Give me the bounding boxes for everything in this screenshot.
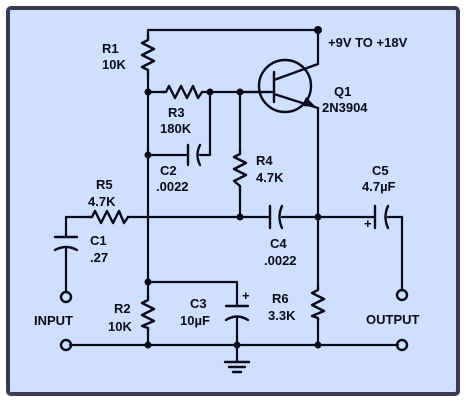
- label-q1-ref: Q1: [334, 84, 351, 99]
- input-terminal-top: [59, 290, 73, 304]
- label-r4-ref: R4: [256, 153, 273, 168]
- capacitor-c3-plate-curved: [224, 315, 250, 322]
- label-c3-plus: +: [242, 288, 250, 303]
- label-c5-ref: C5: [372, 163, 389, 178]
- junction-dot: [144, 341, 152, 349]
- junction-dot: [314, 341, 322, 349]
- capacitor-c5-plate-curved: [384, 204, 390, 230]
- label-c1-ref: C1: [90, 233, 107, 248]
- junction-dot: [314, 26, 322, 34]
- junction-dot: [144, 278, 152, 286]
- label-r3-value: 180K: [160, 121, 192, 136]
- input-terminal-bottom: [59, 338, 73, 352]
- label-r1-ref: R1: [102, 41, 119, 56]
- capacitor-c4-plate-curved: [278, 204, 284, 230]
- transistor-q1-emitter-arrow: [302, 97, 316, 107]
- junction-dot: [144, 151, 152, 159]
- capacitor-c1-plate-curved: [53, 245, 79, 252]
- label-supply: +9V TO +18V: [328, 35, 408, 50]
- label-r2-ref: R2: [114, 301, 131, 316]
- schematic-panel: [6, 6, 460, 396]
- resistor-r2-symbol: [140, 294, 156, 332]
- output-terminal-bottom: [395, 338, 409, 352]
- label-c5-plus: +: [364, 216, 372, 231]
- junction-dot: [314, 213, 322, 221]
- junction-dot: [144, 88, 152, 96]
- label-c2-value: .0022: [156, 179, 189, 194]
- label-r2-value: 10K: [108, 319, 132, 334]
- label-c5-value: 4.7µF: [362, 179, 396, 194]
- label-r6-value: 3.3K: [268, 308, 296, 323]
- label-output: OUTPUT: [366, 312, 420, 327]
- label-c3-value: 10µF: [180, 313, 210, 328]
- resistor-r4-symbol: [232, 148, 248, 194]
- label-q1-value: 2N3904: [322, 100, 368, 115]
- label-c4-value: .0022: [264, 253, 297, 268]
- junction-dot: [206, 88, 214, 96]
- label-r3-ref: R3: [168, 105, 185, 120]
- label-c2-ref: C2: [160, 163, 177, 178]
- label-c1-value: .27: [90, 250, 108, 265]
- junction-dot: [236, 213, 244, 221]
- label-r5-value: 4.7K: [88, 194, 116, 209]
- label-c3-ref: C3: [190, 296, 207, 311]
- label-r6-ref: R6: [272, 291, 289, 306]
- label-r1-value: 10K: [102, 57, 126, 72]
- resistor-r6-symbol: [310, 284, 326, 322]
- label-r5-ref: R5: [96, 177, 113, 192]
- label-input: INPUT: [34, 313, 73, 328]
- junction-dot: [233, 341, 241, 349]
- capacitor-c2-plate-curved: [196, 143, 202, 167]
- transistor-q1-body: [257, 58, 313, 114]
- label-c4-ref: C4: [270, 236, 287, 251]
- label-r4-value: 4.7K: [256, 170, 284, 185]
- resistor-r5-symbol: [86, 209, 130, 225]
- resistor-r3-symbol: [160, 84, 204, 100]
- output-terminal-top: [395, 288, 409, 302]
- resistor-r1-symbol: [140, 34, 156, 76]
- transistor-q1-collector-lead: [272, 62, 320, 82]
